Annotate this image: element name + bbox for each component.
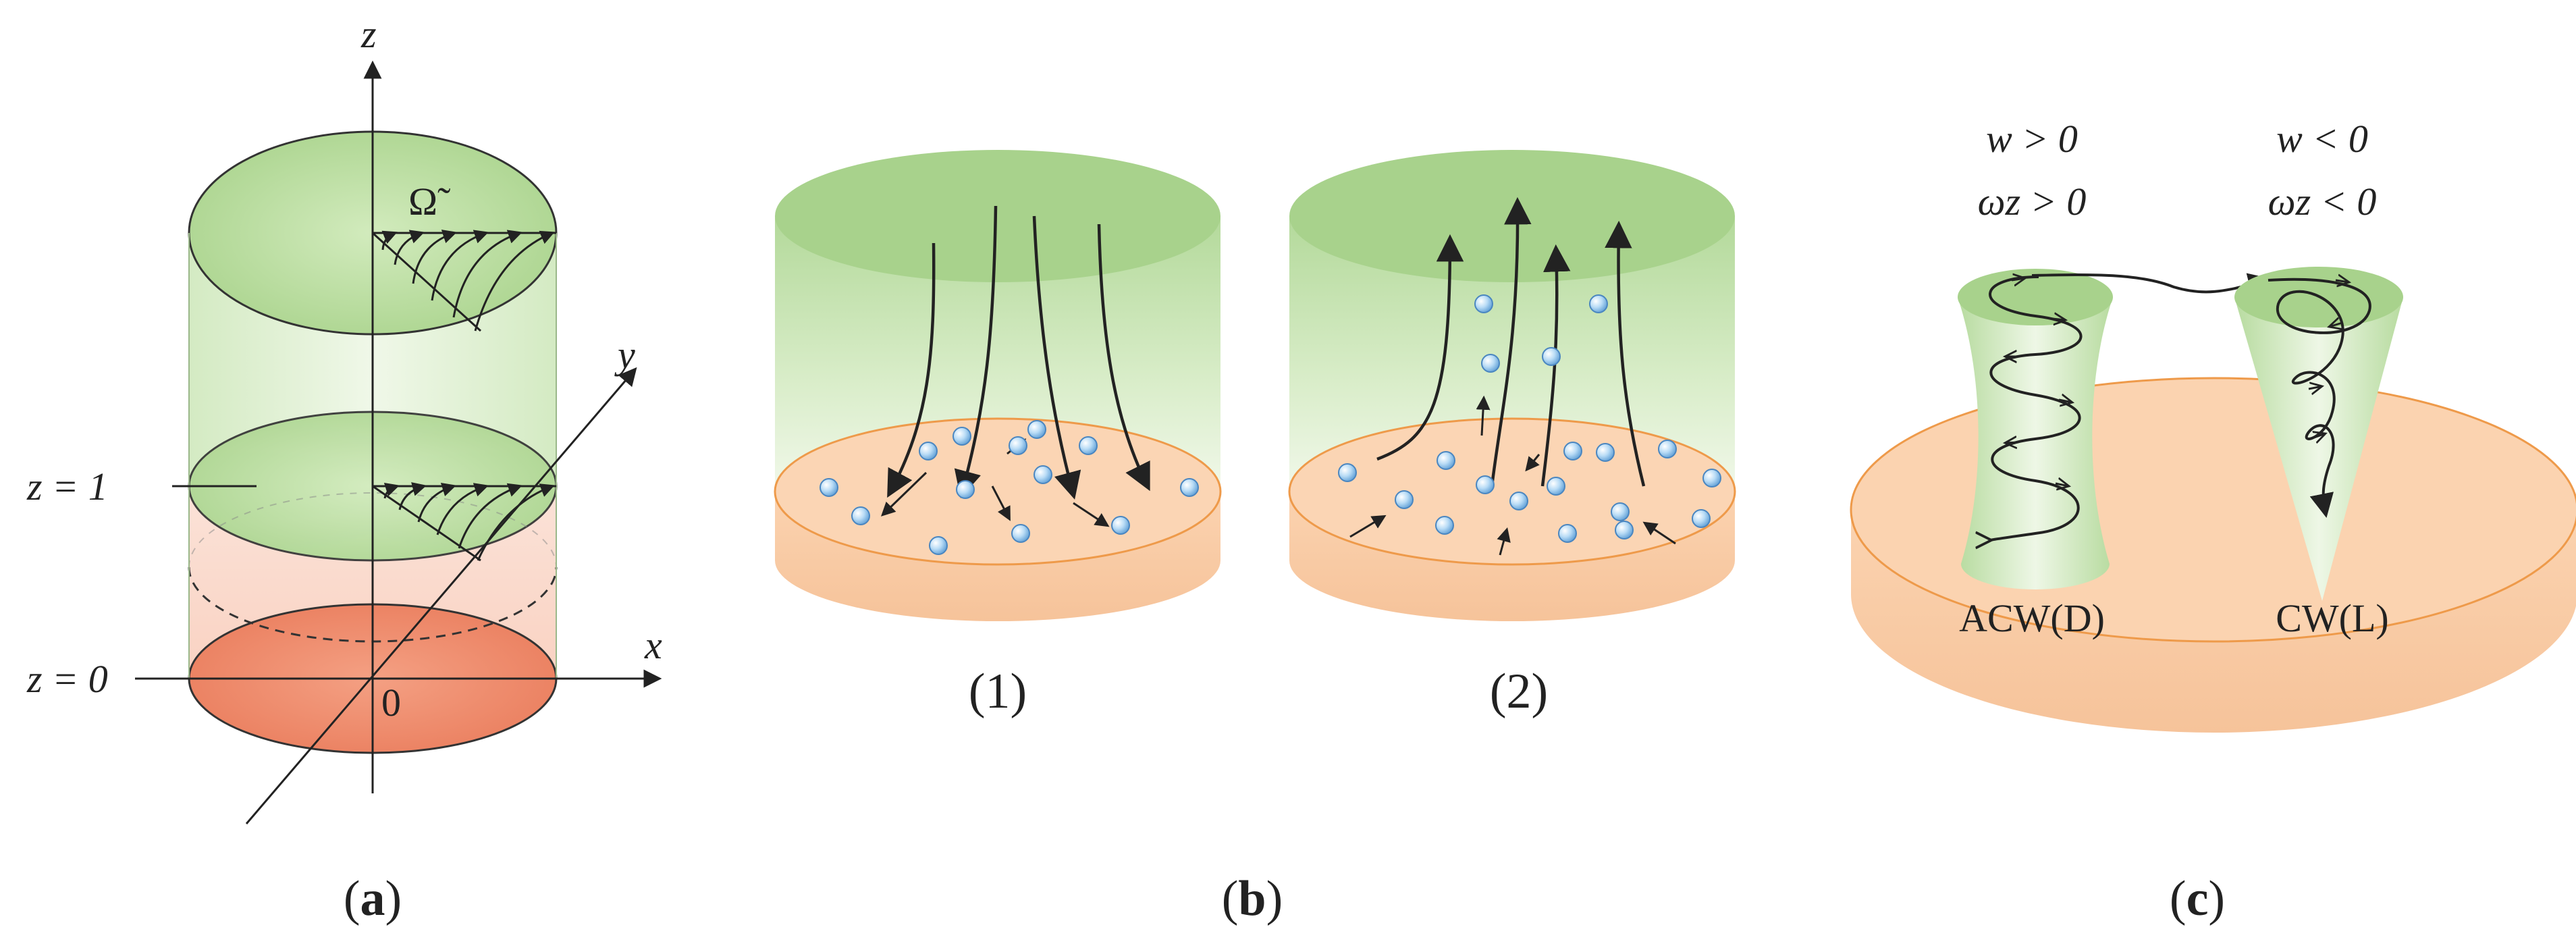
- panel-c: w > 0 ωz > 0 w < 0 ωz < 0 ACW(D) CW(L) (…: [1850, 117, 2576, 926]
- wz-neg-label: ωz < 0: [2268, 180, 2377, 223]
- cyl2-small-arrows: [1349, 395, 1676, 556]
- panel-a: z y x 0 Ω̃ z = 1 z = 0 (a): [26, 12, 662, 926]
- cyl1-particles: [820, 420, 1199, 555]
- y-axis: [245, 367, 637, 824]
- axis-y-label: y: [614, 333, 635, 377]
- w-pos-label: w > 0: [1986, 117, 2078, 161]
- cyl2-flow-lines: [1376, 196, 1646, 487]
- svg-text:z = 1: z = 1: [26, 465, 108, 508]
- acw-vortex: [1958, 269, 2273, 589]
- cyl1-flow-lines: [887, 205, 1150, 500]
- caption-a: (a): [344, 871, 402, 926]
- w-neg-label: w < 0: [2276, 117, 2368, 161]
- cylinder-2: [1288, 150, 1736, 621]
- top-diag-line: [371, 232, 482, 332]
- axis-z-label: z: [360, 12, 377, 56]
- axis-x-label: x: [644, 623, 662, 667]
- mid-diag-line: [372, 485, 481, 562]
- mid-velocity-arrows: [383, 482, 555, 561]
- svg-text:z = 0: z = 0: [26, 657, 108, 701]
- wz-pos-label: ωz > 0: [1978, 180, 2087, 223]
- cyl2-body: [1289, 216, 1735, 492]
- cyl1-floor: [774, 417, 1222, 566]
- cylinder-1: [774, 150, 1222, 621]
- z1-label: z = 1: [26, 465, 108, 508]
- cyl2-top: [1289, 150, 1735, 282]
- top-velocity-arrows: [381, 230, 555, 332]
- sub-label-1: (1): [969, 664, 1027, 719]
- caption-b: (b): [1222, 871, 1283, 926]
- cw-label: CW(L): [2276, 596, 2389, 640]
- cyl2-particles: [1338, 294, 1721, 543]
- cyl1-top: [775, 150, 1220, 282]
- cyl1-body: [775, 216, 1220, 492]
- sub-label-2: (2): [1490, 664, 1548, 719]
- acw-label: ACW(D): [1959, 596, 2105, 640]
- z0-label: z = 0: [26, 657, 108, 701]
- origin-label: 0: [381, 681, 401, 725]
- caption-c: (c): [2170, 871, 2225, 926]
- dashed-upper-edge: [188, 492, 557, 568]
- cw-vortex: [2234, 267, 2403, 601]
- panel-b: (1) (2) (b): [774, 150, 1736, 926]
